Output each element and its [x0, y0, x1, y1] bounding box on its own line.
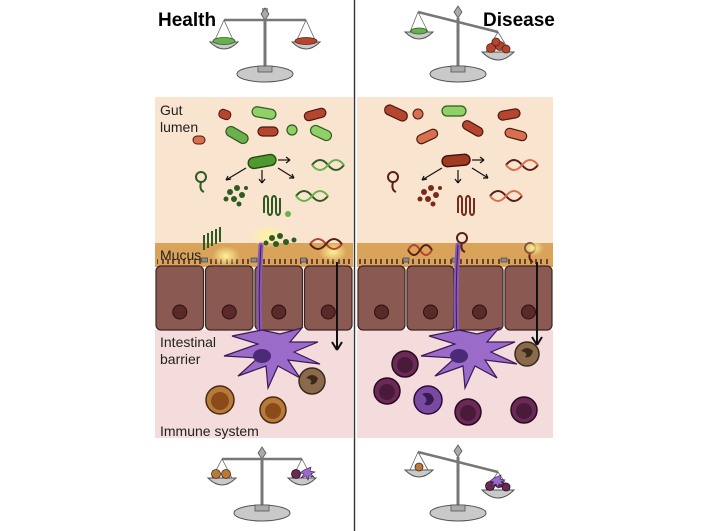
epithelial-cell	[303, 265, 353, 331]
mucus-interactions-disease	[407, 232, 544, 263]
epithelial-cell	[455, 265, 504, 331]
tight-junction	[500, 257, 508, 263]
bacterium-icon	[441, 153, 471, 168]
metabolite-cluster-icon	[417, 185, 442, 207]
bacterium-icon	[225, 125, 249, 145]
microvilli	[157, 259, 203, 267]
balance-scale-icon	[208, 7, 322, 83]
peptide-loop-icon	[387, 171, 399, 193]
bacterium-icon	[462, 120, 484, 137]
balance-scale-icon	[403, 5, 516, 83]
health-title: Health	[158, 10, 217, 31]
microvilli	[256, 259, 302, 267]
immune-cell-icon	[454, 398, 482, 426]
epithelial-cell	[155, 265, 205, 331]
gut-lumen-label: Gut lumen	[160, 102, 199, 135]
immune-cell-icon	[373, 377, 401, 405]
immune-cell-icon	[205, 385, 235, 415]
bacterium-icon	[384, 104, 408, 122]
immune-system-label: Immune system	[160, 423, 259, 439]
arrow-icon	[421, 156, 489, 184]
bacterium-icon	[303, 107, 327, 122]
disease-title: Disease	[483, 10, 555, 31]
bacterium-icon	[497, 108, 521, 121]
dendritic-cell-icon	[223, 242, 321, 391]
bacterium-icon	[247, 153, 277, 170]
lumen-bacteria-disease	[384, 104, 528, 168]
cell-nucleus	[271, 304, 287, 320]
cell-nucleus	[221, 304, 237, 320]
immune-cells-disease	[373, 341, 540, 426]
tight-junction	[300, 257, 307, 263]
immune-cell-icon	[298, 367, 326, 395]
balance-scale-icon	[206, 446, 318, 522]
immune-cells-health	[205, 367, 326, 424]
epithelial-cell	[504, 265, 553, 331]
microvilli	[305, 259, 351, 267]
metabolites-disease	[387, 159, 539, 216]
bacterium-icon	[286, 124, 298, 136]
bacterium-icon	[218, 108, 232, 121]
panel-backgrounds	[155, 97, 553, 438]
microvilli	[359, 259, 404, 267]
metabolite-cluster-icon	[223, 185, 248, 207]
transmembrane-protein-icon	[203, 227, 221, 250]
cell-nucleus	[172, 304, 188, 320]
immune-cell-icon	[510, 396, 538, 424]
metabolites-health	[195, 159, 345, 217]
microvilli	[506, 259, 551, 267]
cell-nucleus	[472, 304, 487, 320]
arrow-icon	[331, 262, 543, 351]
bacterium-icon	[251, 106, 277, 120]
peptide-loop-icon	[195, 171, 207, 193]
epithelial-cell	[406, 265, 455, 331]
microvilli	[408, 259, 453, 267]
epithelial-cell	[357, 265, 406, 331]
bacterium-icon	[504, 127, 528, 142]
tight-junction	[402, 257, 410, 263]
microvilli	[457, 259, 502, 267]
immune-cell-icon	[413, 385, 443, 415]
intestinal-barrier-label: Intestinal barrier	[160, 334, 217, 367]
arrow-icon	[225, 156, 295, 184]
immune-cell-icon	[514, 341, 540, 367]
transmembrane-protein-icon	[263, 195, 281, 216]
bacterium-icon	[416, 128, 439, 145]
bacterium-icon	[309, 124, 333, 142]
immune-cell-icon	[259, 396, 287, 424]
balance-scale-icon	[403, 444, 516, 522]
epithelial-cell	[204, 265, 254, 331]
transmembrane-protein-icon	[457, 195, 475, 216]
bacterium-icon	[412, 108, 424, 120]
lumen-bacteria-health	[192, 106, 333, 170]
cell-nucleus	[521, 304, 536, 320]
cell-nucleus	[423, 304, 438, 320]
mucus-label: Mucus	[160, 247, 202, 263]
mucus-interactions-health	[203, 224, 347, 266]
tight-junction	[201, 257, 208, 263]
bacterium-icon	[192, 135, 206, 145]
epithelial-layer	[155, 257, 553, 331]
immune-cell-icon	[391, 350, 419, 378]
cell-nucleus	[320, 304, 336, 320]
dna-helix-icon	[295, 159, 345, 202]
bacterium-icon	[257, 126, 279, 137]
tight-junction	[250, 257, 258, 263]
epithelial-cell	[254, 265, 304, 331]
dna-helix-icon	[489, 159, 539, 202]
bacterium-icon	[441, 105, 467, 117]
lumen-zone-disease	[357, 97, 553, 245]
cell-nucleus	[374, 304, 389, 320]
dendritic-cell-icon	[420, 242, 518, 391]
